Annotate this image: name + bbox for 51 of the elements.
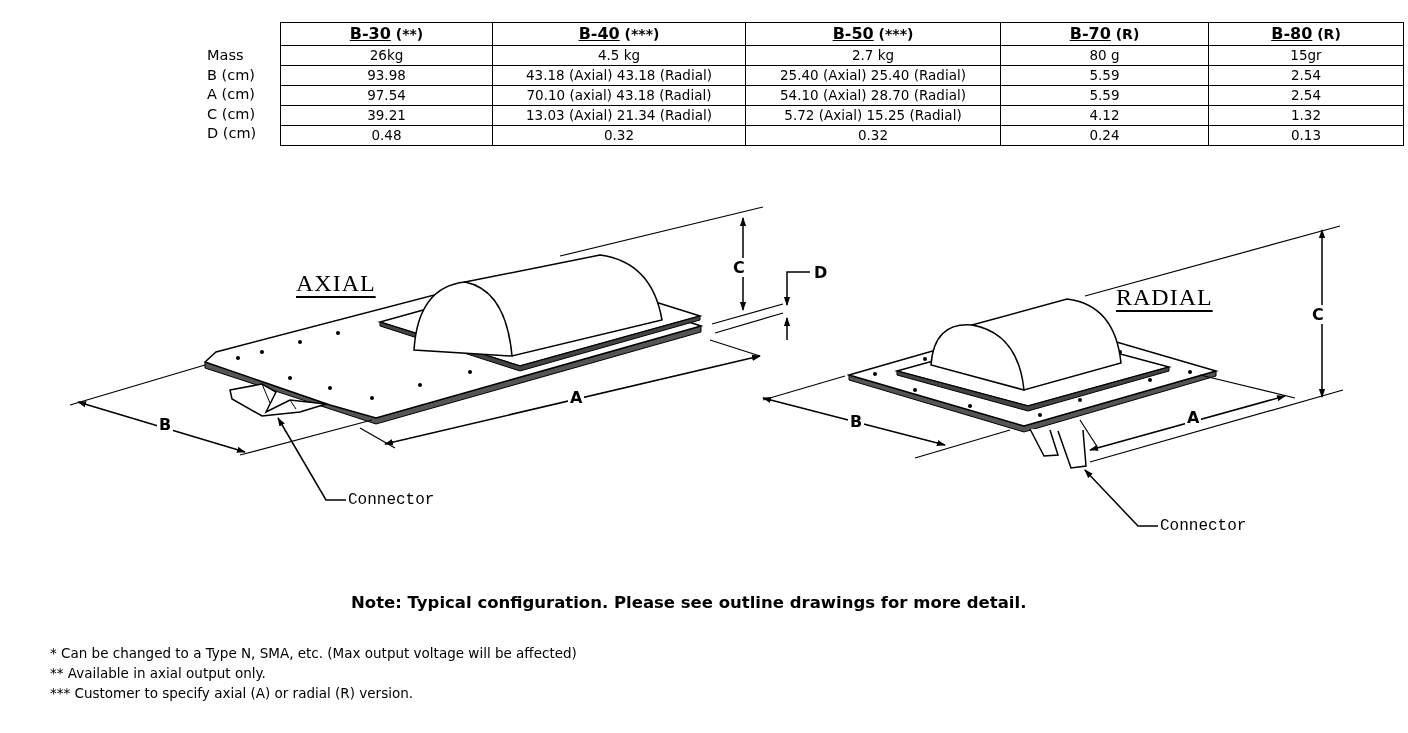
table-cell: 1.32 bbox=[1208, 105, 1404, 126]
callout-text: Connector bbox=[1160, 517, 1247, 535]
table-cell: 93.98 bbox=[280, 65, 493, 86]
table-cell: 43.18 (Axial) 43.18 (Radial) bbox=[492, 65, 746, 86]
table-cell: 5.59 bbox=[1000, 85, 1209, 106]
table-cell: 26kg bbox=[280, 45, 493, 66]
column-header: B-30 (**) bbox=[280, 22, 493, 46]
table-cell: 80 g bbox=[1000, 45, 1209, 66]
row-label: B (cm) bbox=[207, 66, 255, 83]
column-header: B-80 (R) bbox=[1208, 22, 1404, 46]
table-cell: 13.03 (Axial) 21.34 (Radial) bbox=[492, 105, 746, 126]
table-cell: 39.21 bbox=[280, 105, 493, 126]
note-text: Note: Typical configuration. Please see outline drawings for more detail. bbox=[351, 593, 1027, 612]
table-cell: 0.24 bbox=[1000, 125, 1209, 146]
connector-drawing bbox=[1029, 428, 1087, 469]
table-cell: 2.7 kg bbox=[745, 45, 1001, 66]
column-header: B-50 (***) bbox=[745, 22, 1001, 46]
table-cell: 97.54 bbox=[280, 85, 493, 106]
footnote: ** Available in axial output only. bbox=[50, 665, 266, 681]
table-cell: 2.54 bbox=[1208, 65, 1404, 86]
column-header: B-70 (R) bbox=[1000, 22, 1209, 46]
table-cell: 15gr bbox=[1208, 45, 1404, 66]
dimension-label: C bbox=[1310, 305, 1326, 324]
table-cell: 54.10 (Axial) 28.70 (Radial) bbox=[745, 85, 1001, 106]
dimension-label: B bbox=[157, 415, 174, 434]
table-cell: 0.48 bbox=[280, 125, 493, 146]
table-cell: 5.59 bbox=[1000, 65, 1209, 86]
leader-line bbox=[277, 417, 347, 501]
table-cell: 0.32 bbox=[745, 125, 1001, 146]
table-cell: 0.32 bbox=[492, 125, 746, 146]
row-label: A (cm) bbox=[207, 86, 255, 103]
row-label: Mass bbox=[207, 47, 244, 63]
column-header: B-40 (***) bbox=[492, 22, 746, 46]
leader-line bbox=[1084, 469, 1159, 527]
table-cell: 4.12 bbox=[1000, 105, 1209, 126]
view-title: AXIAL bbox=[296, 270, 376, 297]
table-cell: 5.72 (Axial) 15.25 (Radial) bbox=[745, 105, 1001, 126]
table-cell: 0.13 bbox=[1208, 125, 1404, 146]
table-cell: 70.10 (axial) 43.18 (Radial) bbox=[492, 85, 746, 106]
row-label: C (cm) bbox=[207, 105, 256, 122]
connector-drawing bbox=[229, 383, 327, 417]
table-cell: 2.54 bbox=[1208, 85, 1404, 106]
table-cell: 4.5 kg bbox=[492, 45, 746, 66]
footnote: * Can be changed to a Type N, SMA, etc. (Max output voltage will be affected) bbox=[50, 645, 577, 661]
callout-text: Connector bbox=[348, 491, 435, 509]
footnote: *** Customer to specify axial (A) or radial (R) version. bbox=[50, 685, 414, 701]
view-title: RADIAL bbox=[1116, 284, 1213, 311]
table-cell: 25.40 (Axial) 25.40 (Radial) bbox=[745, 65, 1001, 86]
dimension-label: A bbox=[1185, 408, 1202, 427]
dimension-label: C bbox=[731, 258, 747, 277]
row-label: D (cm) bbox=[207, 125, 257, 142]
